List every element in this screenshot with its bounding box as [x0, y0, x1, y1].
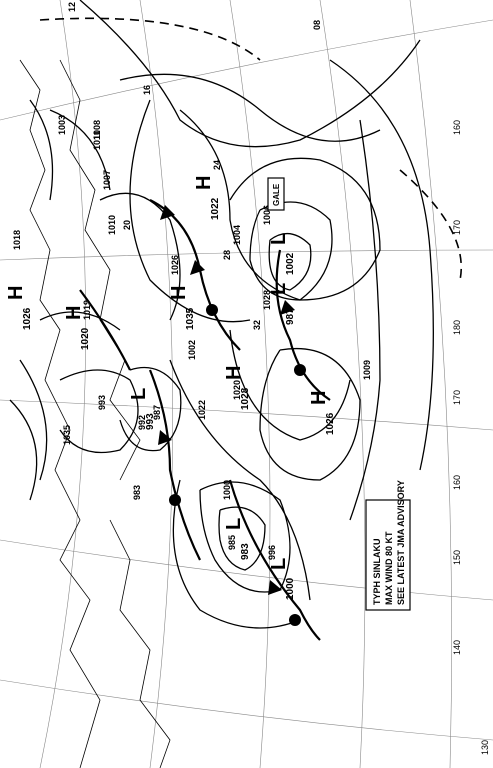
isobar-label: 1010	[107, 215, 117, 235]
low-pressure-marker: L	[268, 558, 290, 570]
isobar-label: 992	[137, 415, 147, 430]
advisory-line-3: SEE LATEST JMA ADVISORY	[396, 480, 406, 605]
low-pressure-value: 993	[145, 413, 156, 430]
high-pressure-marker: H	[5, 286, 27, 300]
isobar-label: 1022	[197, 400, 207, 420]
longitude-label: 180	[452, 320, 462, 335]
longitude-label: 140	[452, 640, 462, 655]
low-pressure-marker: L	[128, 388, 150, 400]
low-pressure-marker: L	[223, 518, 245, 530]
isobar-label: 12	[67, 2, 77, 12]
gale-box: GALE	[267, 177, 285, 211]
high-pressure-value: 1028	[240, 387, 251, 410]
high-pressure-value: 1022	[210, 197, 221, 220]
low-pressure-value: 1000	[285, 577, 296, 600]
longitude-label: 150	[452, 550, 462, 565]
troughs	[39, 17, 462, 281]
isobar-label: 983	[132, 485, 142, 500]
isobar-label: 20	[122, 220, 132, 230]
high-pressure-value: 1035	[185, 307, 196, 330]
isobar-label: 1020	[232, 380, 242, 400]
isobar-label: 24	[212, 160, 222, 170]
high-pressure-marker: H	[308, 391, 330, 405]
advisory-box: TYPH SINLAKU MAX WIND 80 KT SEE LATEST J…	[365, 480, 411, 611]
low-pressure-marker: L	[268, 283, 290, 295]
isobar-label: 1008	[92, 120, 102, 140]
longitude-label: 170	[452, 390, 462, 405]
isobar-label: 1018	[12, 230, 22, 250]
longitude-label: 160	[452, 120, 462, 135]
low-pressure-marker: L	[268, 233, 290, 245]
isobar-label: 1028	[262, 290, 272, 310]
isobar-label: 1003	[57, 115, 67, 135]
high-pressure-value: 1026	[22, 307, 33, 330]
isobar-label: 08	[312, 20, 322, 30]
isobar-label: 985	[227, 535, 237, 550]
advisory-border	[365, 499, 411, 611]
isobar-label: 1026	[170, 255, 180, 275]
longitude-label: 160	[452, 475, 462, 490]
high-pressure-marker: H	[223, 366, 245, 380]
isobar-label: 1002	[187, 340, 197, 360]
low-pressure-value: 987	[285, 308, 296, 325]
isobar-label: 1007	[102, 170, 112, 190]
isobar-label: 1035	[62, 425, 72, 445]
isobar-label: 1006	[262, 205, 272, 225]
fronts	[79, 199, 331, 641]
high-pressure-marker: H	[168, 286, 190, 300]
isobar-labels: 12 08 16 20 24 28 32 1002 1004 1006 1008 1010 1018 10…	[12, 2, 372, 560]
high-pressure-marker: H	[63, 306, 85, 320]
isobar-label: 996	[267, 545, 277, 560]
longitude-labels: 160 170 180 170 160 150 140 130	[452, 120, 490, 755]
isobar-label: 32	[252, 320, 262, 330]
isobar-label: 1000	[222, 480, 232, 500]
high-pressure-value: 1020	[80, 327, 91, 350]
high-pressure-value: 1026	[325, 412, 336, 435]
gale-box-border	[267, 177, 285, 211]
gale-label: GALE	[272, 183, 281, 206]
isobar-label: 1004	[232, 225, 242, 245]
isobars	[9, 0, 434, 629]
isobar-label: 1019	[82, 300, 92, 320]
isobar-label: 28	[222, 250, 232, 260]
isobar-label: 16	[142, 85, 152, 95]
low-pressure-value: 983	[240, 543, 251, 560]
low-pressure-value: 1002	[285, 252, 296, 275]
high-pressure-marker: H	[193, 176, 215, 190]
advisory-line-1: TYPH SINLAKU	[372, 538, 382, 605]
isobar-label: 1009	[362, 360, 372, 380]
isobar-label: 987	[152, 405, 162, 420]
longitude-label: 170	[452, 220, 462, 235]
coastline	[19, 59, 171, 768]
longitude-label: 130	[480, 740, 490, 755]
isobar-label: 1011	[92, 130, 102, 150]
advisory-line-2: MAX WIND 80 KT	[384, 531, 394, 605]
isobar-label: 993	[97, 395, 107, 410]
